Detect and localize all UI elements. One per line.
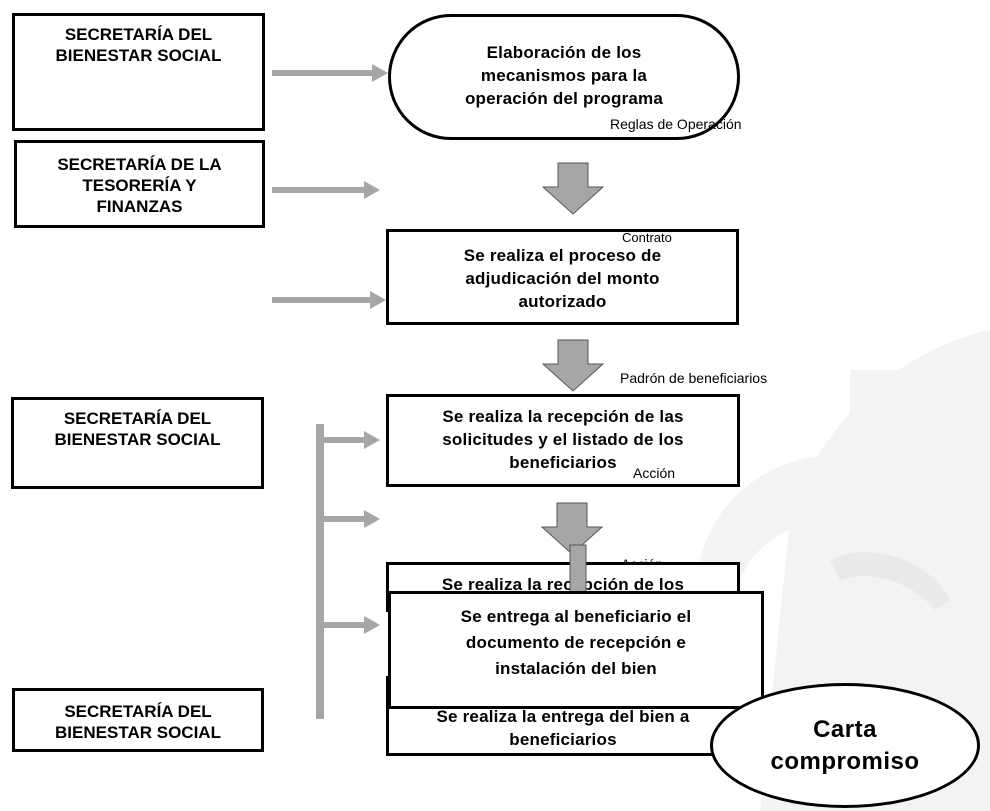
step-line: operación del programa <box>464 89 664 108</box>
step-recepcion-solicitudes: Se realiza la recepción de las solicitud… <box>386 394 740 487</box>
arrow-right-3 <box>272 291 386 309</box>
dept-box-line: TESORERÍA Y <box>82 176 197 195</box>
vertical-bracket <box>316 424 324 719</box>
dept-box-line: BIENESTAR SOCIAL <box>55 723 221 742</box>
dept-box-line: BIENESTAR SOCIAL <box>55 46 222 65</box>
output-padron: Padrón de beneficiarios <box>620 370 768 386</box>
step-line: autorizado <box>518 292 607 311</box>
step-line: Se entrega al beneficiario el <box>460 607 692 626</box>
carta-line: compromiso <box>770 748 920 775</box>
down-arrow-2 <box>541 339 605 392</box>
arrow-right-4 <box>322 431 380 449</box>
step-line: Se realiza la recepción de las <box>442 407 684 426</box>
step-elaboracion: Elaboración de los mecanismos para la op… <box>388 14 740 140</box>
arrow-right-2 <box>272 181 380 199</box>
step-line: solicitudes y el listado de los <box>442 430 684 449</box>
output-accion-1: Acción <box>633 465 676 481</box>
step-line: instalación del bien <box>495 659 657 678</box>
carta-line: Carta <box>813 716 877 743</box>
step-line: documento de recepción e <box>465 633 687 652</box>
dept-box-line: FINANZAS <box>96 197 183 216</box>
step-line: Se realiza la entrega del bien a <box>436 707 690 726</box>
step-line: Se realiza la recepción de los <box>441 575 685 594</box>
output-contrato: Contrato <box>622 230 672 245</box>
step-line: Se realiza el proceso de <box>463 246 662 265</box>
carta-compromiso: Carta compromiso <box>710 683 980 808</box>
right-arrows <box>272 64 388 634</box>
step-adjudicacion: Se realiza el proceso de adjudicación de… <box>386 229 739 325</box>
down-arrow-1 <box>541 162 605 215</box>
step-line: beneficiarios <box>509 453 617 472</box>
arrow-right-5 <box>322 510 380 528</box>
down-arrow-3 <box>540 502 604 555</box>
dept-box-tesoreria: SECRETARÍA DE LA TESORERÍA Y FINANZAS <box>14 140 265 228</box>
dept-box-bienestar-2: SECRETARÍA DEL BIENESTAR SOCIAL <box>11 397 264 489</box>
dept-box-line: SECRETARÍA DEL <box>64 25 213 44</box>
step-line: mecanismos para la <box>480 66 648 85</box>
down-arrows <box>540 162 605 555</box>
dept-box-line: SECRETARÍA DE LA <box>57 155 222 174</box>
dept-box-bienestar-3: SECRETARÍA DEL BIENESTAR SOCIAL <box>12 688 264 752</box>
dept-box-bienestar-1: SECRETARÍA DEL BIENESTAR SOCIAL <box>12 13 265 131</box>
arrow-right-6 <box>322 616 380 634</box>
step-line: Elaboración de los <box>486 43 642 62</box>
dept-box-line: BIENESTAR SOCIAL <box>54 430 221 449</box>
step-line: beneficiarios <box>509 730 617 749</box>
step-entrega-documento: Se entrega al beneficiario el documento … <box>388 591 764 709</box>
dept-box-line: SECRETARÍA DEL <box>64 702 212 721</box>
output-reglas: Reglas de Operación <box>610 116 742 132</box>
arrow-right-1 <box>272 64 388 82</box>
step-line: adjudicación del monto <box>465 269 660 288</box>
dept-box-line: SECRETARÍA DEL <box>63 409 212 428</box>
